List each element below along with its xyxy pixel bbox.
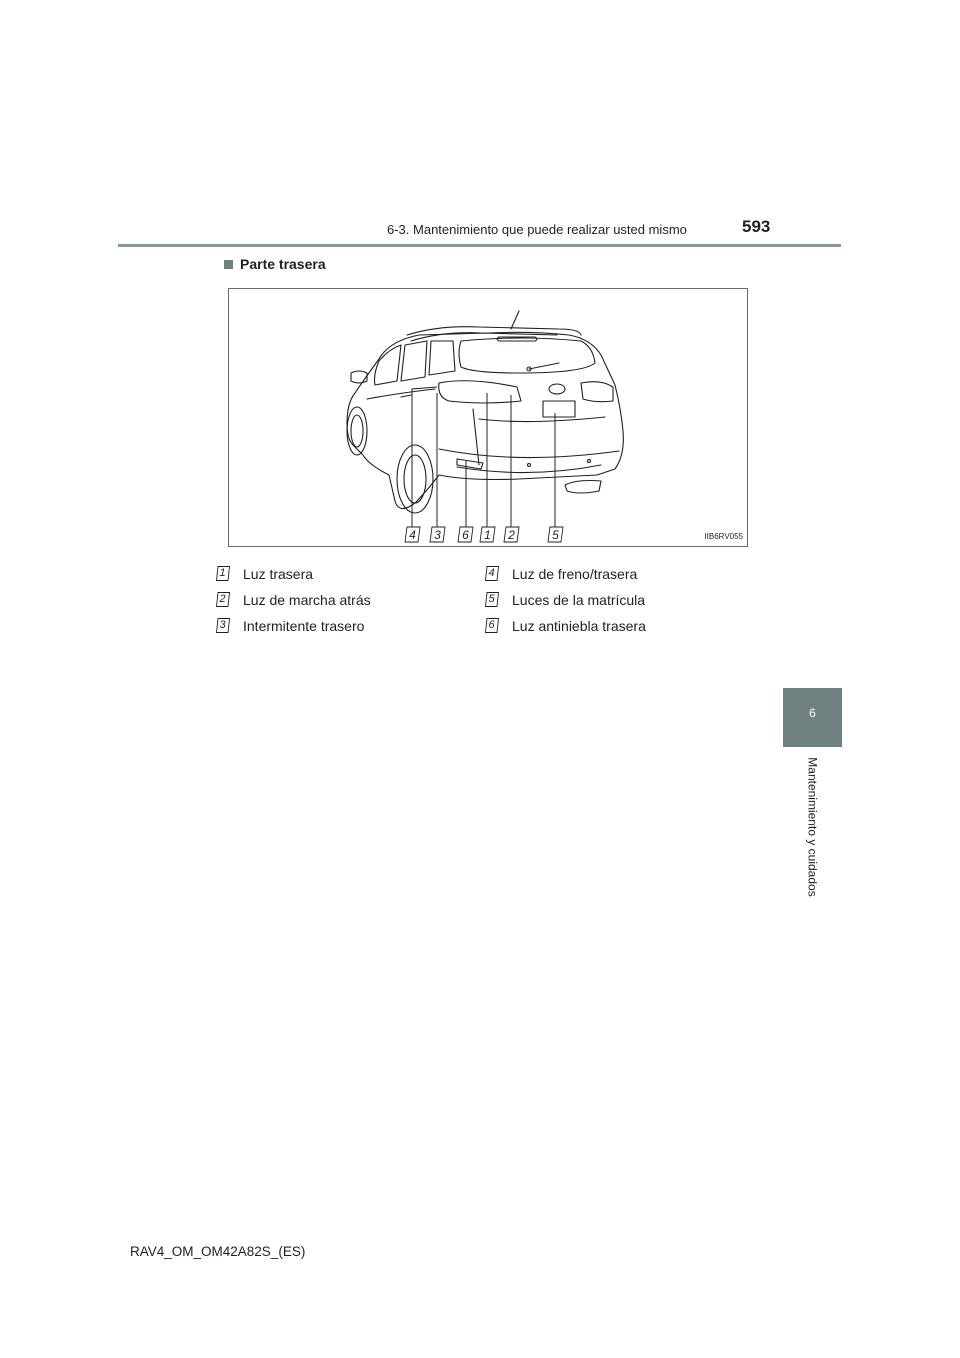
callout-label: 2	[507, 528, 515, 542]
legend-item: 4 Luz de freno/trasera	[485, 565, 637, 583]
legend-item: 5 Luces de la matrícula	[485, 591, 645, 609]
callout-label: 6	[462, 528, 469, 542]
section-heading-text: Parte trasera	[240, 256, 326, 272]
callout-label: 4	[409, 528, 416, 542]
callout-label: 5	[552, 528, 559, 542]
chapter-tab: 6	[783, 688, 842, 747]
number-badge-icon: 5	[485, 592, 499, 607]
number-badge-icon: 3	[216, 618, 230, 633]
vehicle-rear-illustration: 4 3 6 1 2 5	[346, 310, 624, 543]
chapter-title: Mantenimiento y cuidados	[805, 757, 820, 897]
legend-label: Intermitente trasero	[243, 618, 365, 634]
square-bullet-icon	[224, 260, 233, 269]
vehicle-rear-figure: 4 3 6 1 2 5 IIB6RV055	[228, 288, 748, 547]
number-badge-icon: 6	[485, 618, 499, 633]
legend-item: 2 Luz de marcha atrás	[216, 591, 371, 609]
number-badge-icon: 1	[216, 566, 230, 581]
legend-item: 6 Luz antiniebla trasera	[485, 617, 646, 635]
legend-label: Luz de marcha atrás	[243, 592, 371, 608]
number-badge-icon: 2	[216, 592, 230, 607]
section-heading: Parte trasera	[224, 256, 326, 272]
number-badge-icon: 4	[485, 566, 499, 581]
legend-label: Luz antiniebla trasera	[512, 618, 646, 634]
callout-label: 3	[434, 528, 441, 542]
footer-document-code: RAV4_OM_OM42A82S_(ES)	[130, 1244, 306, 1259]
header-divider	[118, 244, 841, 247]
figure-code: IIB6RV055	[704, 532, 743, 541]
legend-label: Luces de la matrícula	[512, 592, 646, 608]
legend-item: 3 Intermitente trasero	[216, 617, 364, 635]
callout-label: 1	[484, 528, 491, 542]
legend-item: 1 Luz trasera	[216, 565, 313, 583]
page-number: 593	[742, 217, 771, 236]
chapter-number: 6	[809, 706, 816, 720]
legend-label: Luz trasera	[243, 566, 314, 582]
legend-label: Luz de freno/trasera	[512, 566, 638, 582]
header-section-title: 6-3. Mantenimiento que puede realizar us…	[387, 222, 687, 237]
